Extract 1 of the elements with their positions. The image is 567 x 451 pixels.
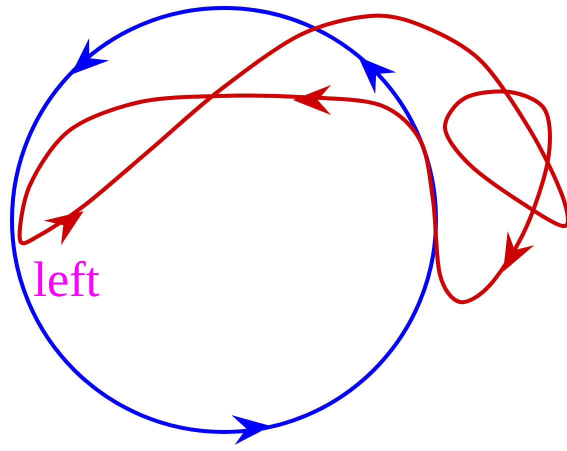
curve-label: left: [34, 260, 100, 296]
